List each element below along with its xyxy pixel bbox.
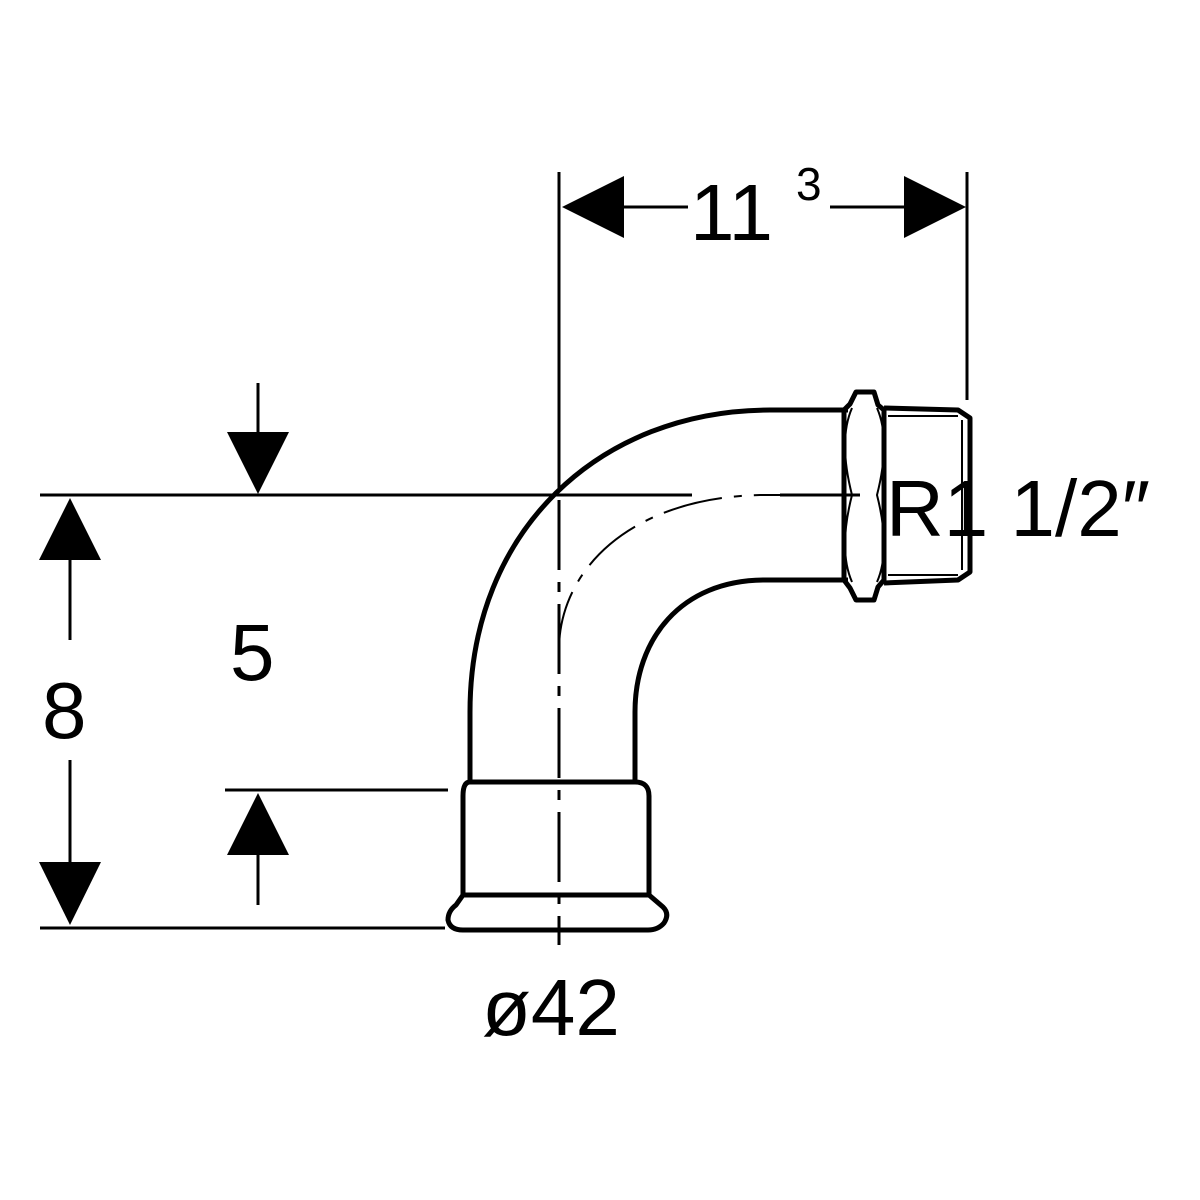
arrow-offset-up — [227, 793, 289, 855]
arrow-height-top — [39, 498, 101, 560]
nut-facet-curve-left — [844, 407, 854, 583]
offset-dimension-label: 5 — [230, 608, 275, 697]
diameter-label: ø42 — [482, 963, 620, 1052]
arrow-width-left — [562, 176, 624, 238]
arrow-height-bottom — [39, 862, 101, 925]
elbow-body — [445, 389, 973, 933]
elbow-outer-wall — [467, 407, 848, 782]
thread-detail — [844, 407, 963, 583]
arrow-width-right — [904, 176, 966, 238]
hex-nut — [841, 389, 887, 603]
press-socket — [445, 779, 670, 933]
arrowheads — [39, 176, 966, 925]
arrow-offset-down — [227, 432, 289, 494]
width-dimension-superscript: 3 — [796, 158, 822, 210]
male-thread — [883, 405, 973, 586]
width-dimension-label: 11 — [690, 168, 773, 257]
elbow-inner-wall — [632, 577, 848, 782]
thread-size-label: R1 1/2″ — [886, 464, 1150, 553]
dimension-lines — [40, 172, 969, 945]
height-dimension-label: 8 — [42, 666, 87, 755]
elbow-centerline — [558, 494, 846, 651]
nut-facet-curve-right — [875, 407, 885, 583]
